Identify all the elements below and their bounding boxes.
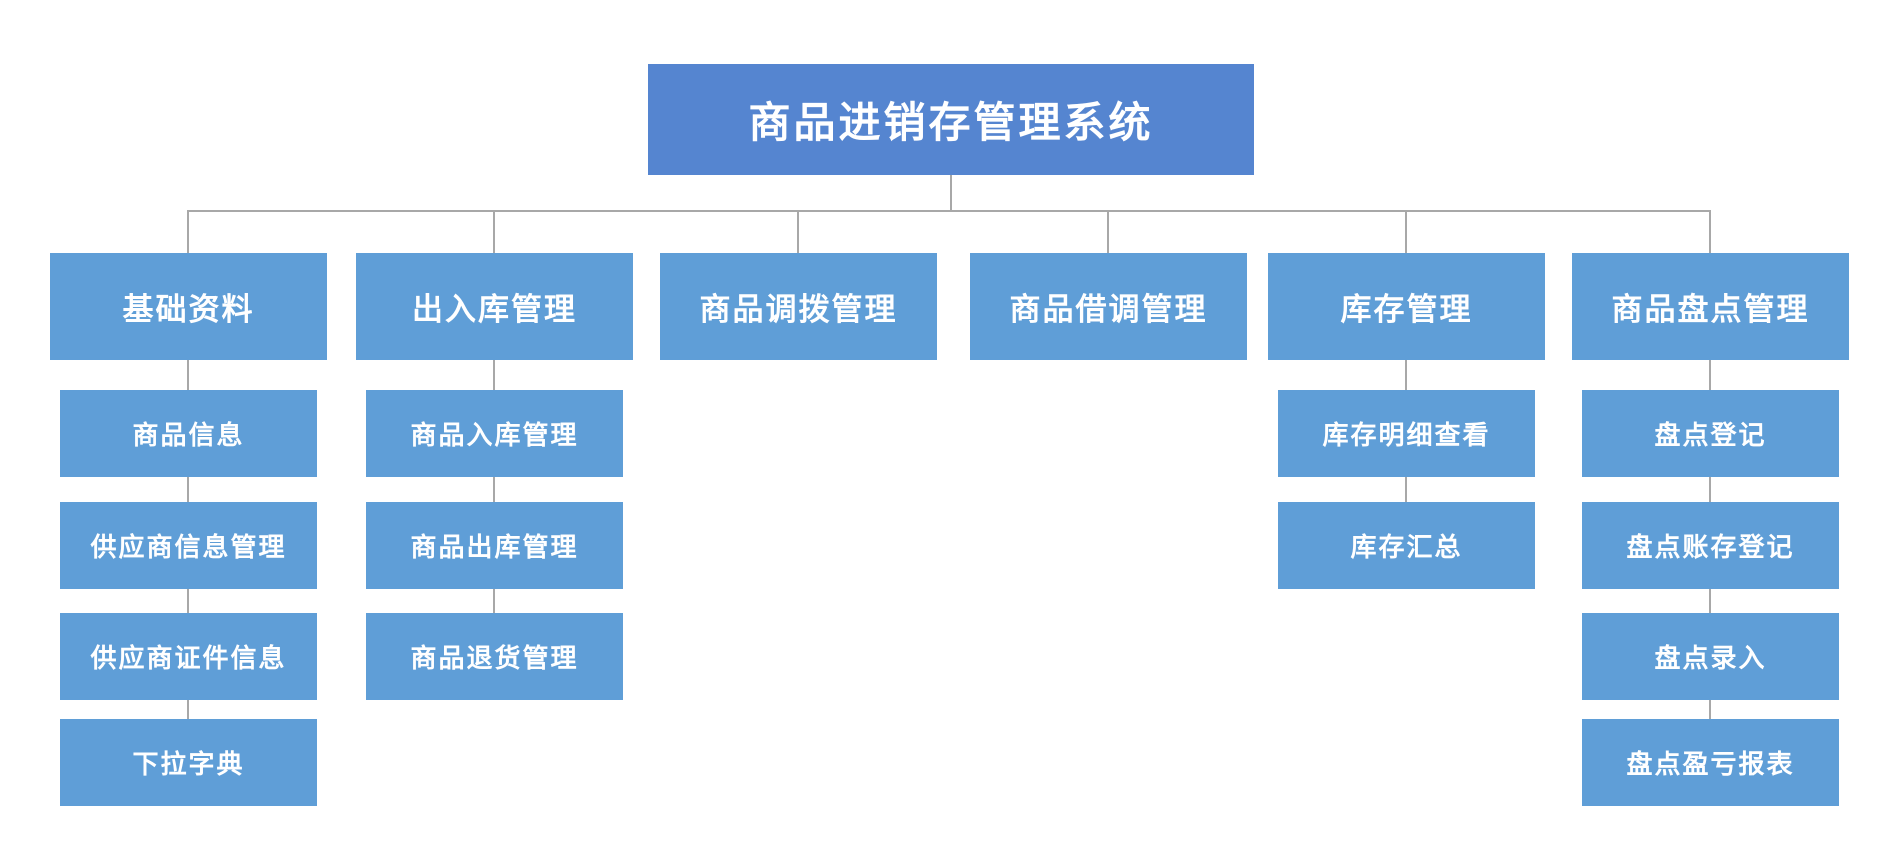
- node-leaf-count-profit-loss: 盘点盈亏报表: [1582, 719, 1839, 806]
- connector-rail: [187, 210, 1711, 212]
- connector-branch-stub-3: [797, 210, 799, 254]
- node-branch-stocktaking: 商品盘点管理: [1572, 253, 1849, 360]
- node-branch-basic-data: 基础资料: [50, 253, 327, 360]
- node-branch-in-out-warehouse: 出入库管理: [356, 253, 633, 360]
- node-leaf-supplier-info: 供应商信息管理: [60, 502, 317, 589]
- node-root: 商品进销存管理系统: [648, 64, 1254, 175]
- node-leaf-inbound: 商品入库管理: [366, 390, 623, 477]
- node-leaf-count-register: 盘点登记: [1582, 390, 1839, 477]
- connector-column-spine-2: [493, 360, 495, 614]
- node-leaf-stock-detail: 库存明细查看: [1278, 390, 1535, 477]
- node-leaf-dropdown-dict: 下拉字典: [60, 719, 317, 806]
- connector-root-stub: [950, 175, 952, 212]
- node-leaf-outbound: 商品出库管理: [366, 502, 623, 589]
- node-leaf-count-book-register: 盘点账存登记: [1582, 502, 1839, 589]
- node-branch-inventory: 库存管理: [1268, 253, 1545, 360]
- node-leaf-stock-summary: 库存汇总: [1278, 502, 1535, 589]
- node-leaf-count-entry: 盘点录入: [1582, 613, 1839, 700]
- connector-branch-stub-1: [187, 210, 189, 254]
- connector-branch-stub-2: [493, 210, 495, 254]
- connector-branch-stub-5: [1405, 210, 1407, 254]
- connector-branch-stub-4: [1107, 210, 1109, 254]
- node-leaf-goods-info: 商品信息: [60, 390, 317, 477]
- node-leaf-returns: 商品退货管理: [366, 613, 623, 700]
- connector-branch-stub-6: [1709, 210, 1711, 254]
- node-branch-borrow: 商品借调管理: [970, 253, 1247, 360]
- node-branch-allocation: 商品调拨管理: [660, 253, 937, 360]
- node-leaf-supplier-cert: 供应商证件信息: [60, 613, 317, 700]
